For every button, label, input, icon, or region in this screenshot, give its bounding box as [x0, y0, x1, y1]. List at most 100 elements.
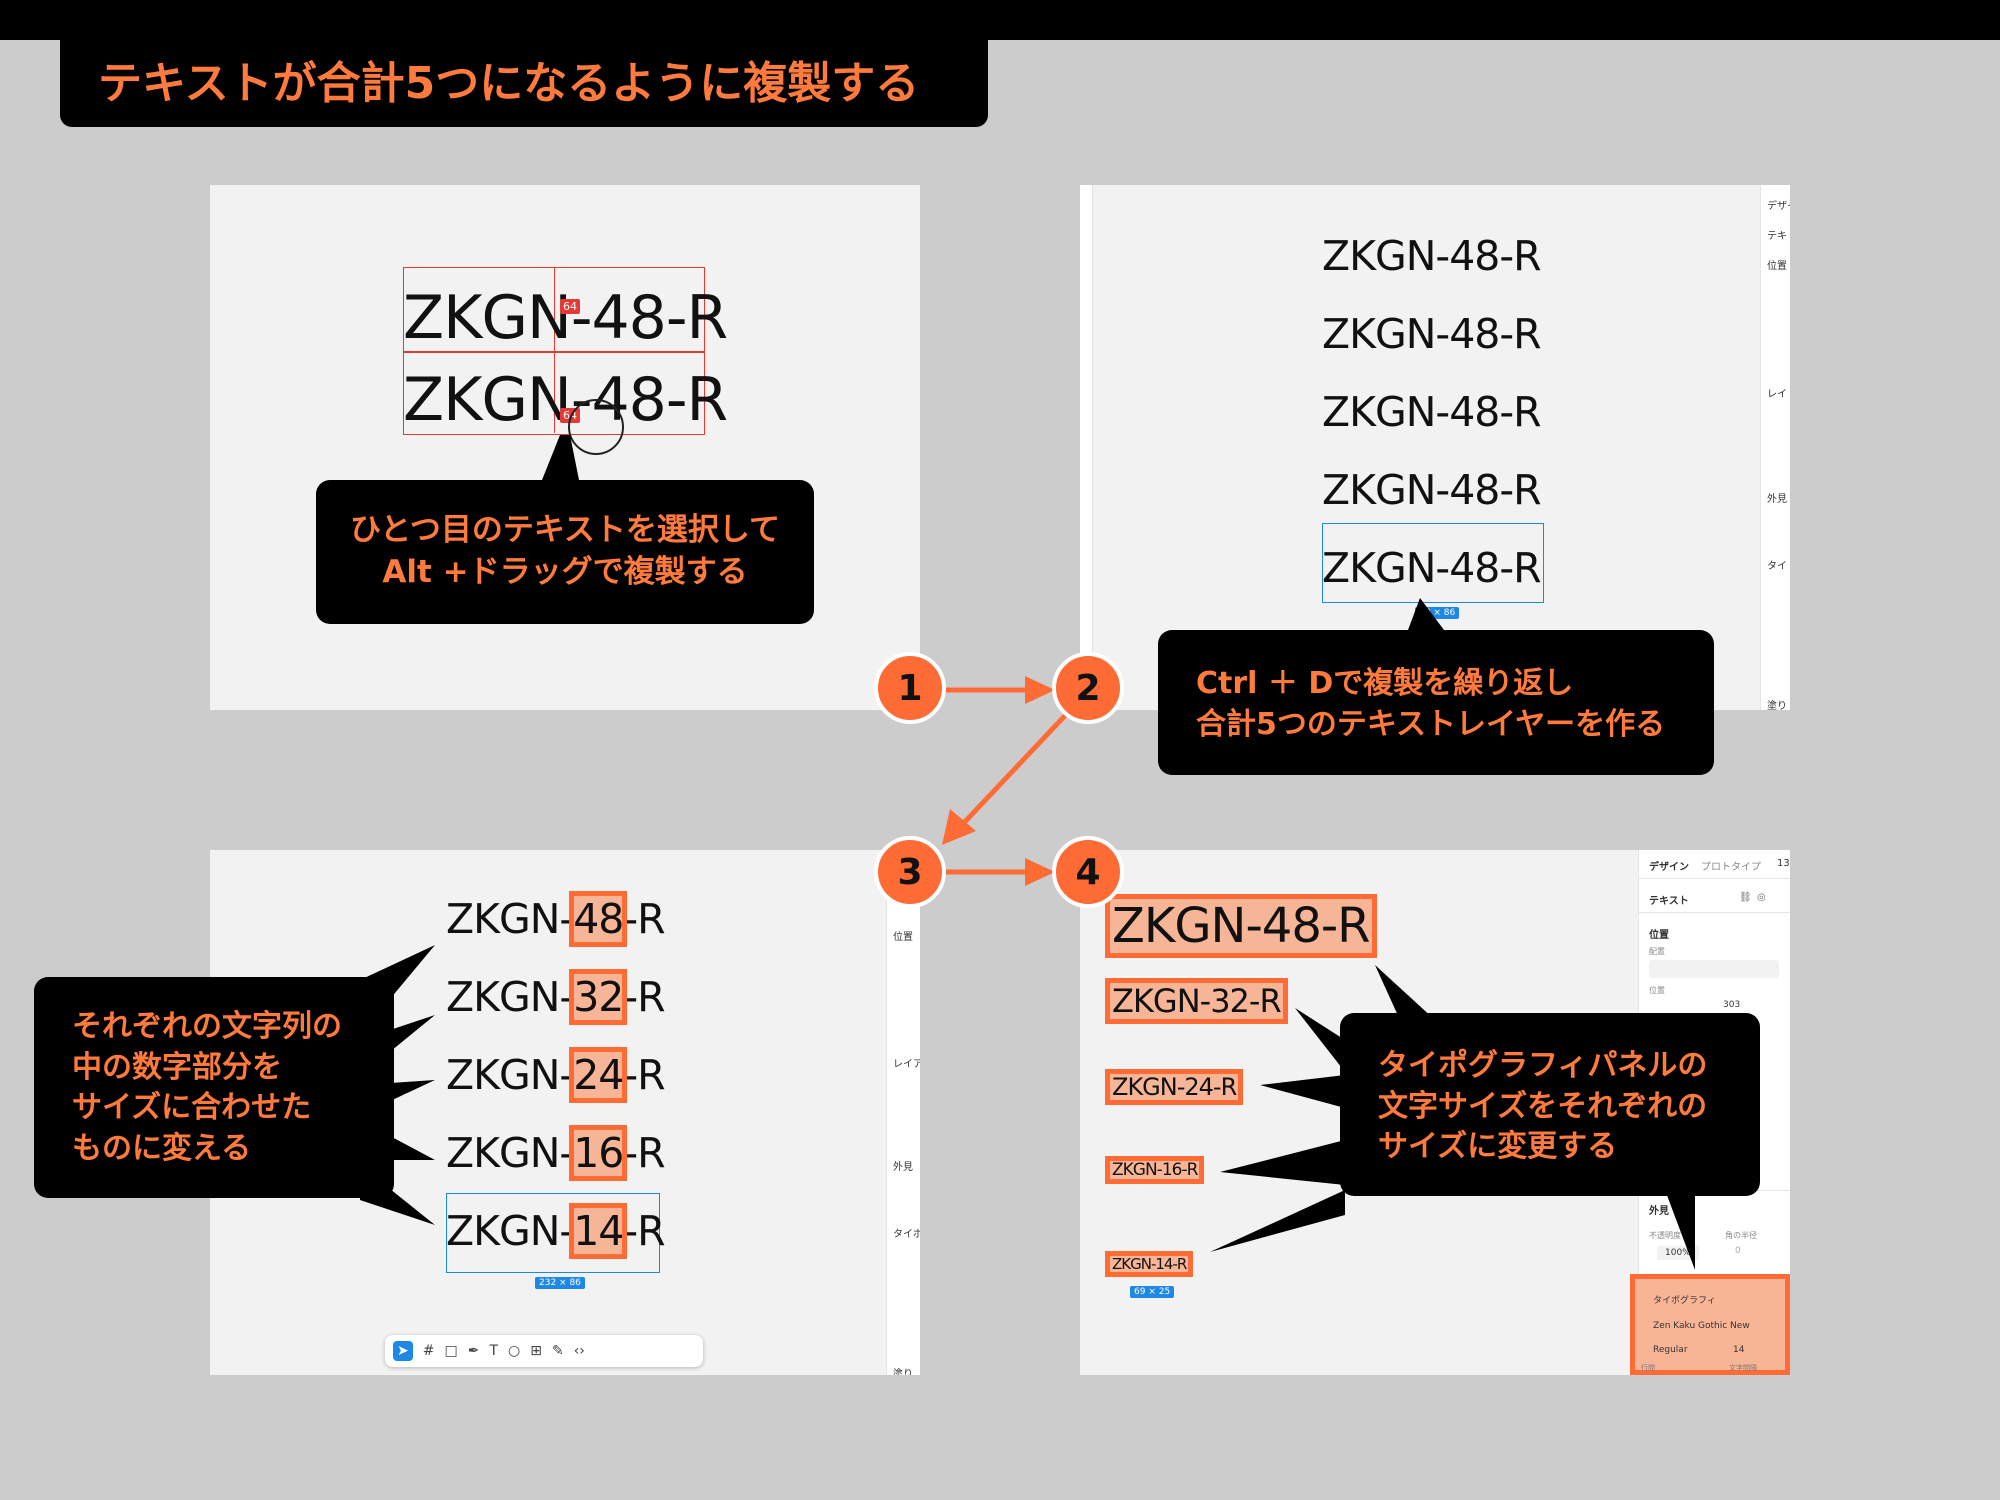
callout-step-1-line-2: Alt +ドラッグで複製する [382, 553, 748, 590]
section-position: 位置 [1649, 930, 1669, 941]
callout-step-3: それぞれの文字列の 中の数字部分を サイズに合わせた ものに変える [34, 977, 394, 1198]
shape-tool-icon[interactable]: □ [444, 1343, 458, 1359]
sidebar-label-appearance: 外見 [1767, 494, 1787, 505]
section-typography: タイポグラフィ [1653, 1296, 1716, 1306]
text-layer-16[interactable]: ZKGN-16-R [1104, 1156, 1205, 1184]
properties-sidebar: デザイ テキ 位置 レイ 外見 タイ 塗り [1760, 185, 1790, 710]
tab-design[interactable]: デザイン [1649, 862, 1689, 873]
text-layer-2[interactable]: ZKGN-48-R [1322, 310, 1542, 358]
text-prefix: ZKGN- [446, 1051, 574, 1099]
callout-step-3-line-2: 中の数字部分を [72, 1049, 282, 1085]
text-layer-5[interactable]: ZKGN-48-R [1322, 544, 1542, 592]
bottom-toolbar: ➤ # □ ✒ T ○ ⊞ ✎ ‹› [385, 1335, 703, 1367]
text-row-16[interactable]: ZKGN-16-R [446, 1125, 666, 1181]
font-size-field[interactable]: 14 [1733, 1345, 1745, 1355]
properties-sidebar: 位置 レイア 外見 タイポ 塗り [886, 850, 920, 1375]
text-row-24[interactable]: ZKGN-24-R [446, 1047, 666, 1103]
callout-step-3-line-1: それぞれの文字列の [72, 1009, 342, 1044]
step-badge-3: 3 [874, 836, 946, 908]
callout-step-3-line-4: ものに変える [72, 1130, 252, 1166]
actions-tool-icon[interactable]: ⊞ [530, 1343, 542, 1359]
text-suffix: -R [623, 895, 665, 943]
text-layer-1[interactable]: ZKGN-48-R [1322, 232, 1542, 280]
text-layer-48[interactable]: ZKGN-48-R [1105, 894, 1377, 958]
text-suffix: -R [623, 1051, 665, 1099]
arrow-3-to-4 [940, 858, 1055, 886]
dev-tool-icon[interactable]: ‹› [573, 1343, 585, 1359]
callout-tail-2 [1405, 598, 1450, 638]
text-layer-duplicate[interactable]: ZKGN-48-R [403, 365, 728, 435]
link-icon[interactable]: ⛓ [1739, 892, 1752, 903]
sidebar-label-position: 位置 [1767, 261, 1787, 272]
sidebar-label-fill: 塗り [893, 1369, 913, 1375]
corner-radius-field[interactable]: 0 [1735, 1246, 1741, 1256]
section-appearance: 外見 [1649, 1206, 1669, 1217]
text-layer-3[interactable]: ZKGN-48-R [1322, 388, 1542, 436]
font-weight-select[interactable]: Regular [1653, 1345, 1688, 1355]
font-family-select[interactable]: Zen Kaku Gothic New [1653, 1321, 1750, 1331]
selection-box [1322, 523, 1544, 603]
tab-prototype[interactable]: プロトタイプ [1701, 862, 1761, 873]
typography-panel-highlight: タイポグラフィ Zen Kaku Gothic New Regular 14 行… [1630, 1274, 1790, 1375]
callout-step-1: ひとつ目のテキストを選択して Alt +ドラッグで複製する [316, 480, 814, 624]
sidebar-label-fill: 塗り [1767, 701, 1787, 710]
text-suffix: -R [623, 973, 665, 1021]
step-badge-1: 1 [874, 652, 946, 724]
distance-badge: 64 [560, 299, 580, 314]
opacity-label: 不透明度 [1649, 1231, 1681, 1240]
position-label: 位置 [1649, 986, 1665, 995]
callout-step-3-line-3: サイズに合わせた [72, 1090, 312, 1125]
number-highlight: 24 [569, 1047, 628, 1103]
callout-step-2-line-2: 合計5つのテキストレイヤーを作る [1196, 706, 1666, 742]
callout-step-4-line-2: 文字サイズをそれぞれの [1378, 1088, 1708, 1124]
text-prefix: ZKGN- [446, 1207, 574, 1255]
number-highlight: 16 [569, 1125, 628, 1181]
callout-tail-1 [540, 435, 580, 485]
divider [1639, 912, 1790, 913]
selection-size-badge: 69 × 25 [1130, 1286, 1175, 1298]
text-row-32[interactable]: ZKGN-32-R [446, 969, 666, 1025]
sidebar-label-text: テキ [1767, 231, 1787, 242]
draw-tool-icon[interactable]: ✎ [551, 1343, 564, 1359]
move-tool-icon[interactable]: ➤ [393, 1341, 413, 1361]
letter-spacing-label: 文字間隔 [1729, 1364, 1757, 1372]
callout-step-4-line-1: タイポグラフィパネルの [1378, 1048, 1708, 1083]
text-tool-icon[interactable]: T [489, 1343, 498, 1359]
line-height-label: 行間 [1641, 1364, 1655, 1372]
sidebar-label-position: 位置 [893, 932, 913, 943]
text-suffix: -R [623, 1129, 665, 1177]
text-layer-32[interactable]: ZKGN-32-R [1105, 978, 1288, 1024]
sidebar-label-typography: タイポ [893, 1229, 920, 1240]
comment-tool-icon[interactable]: ○ [508, 1343, 521, 1359]
divider [1639, 878, 1790, 879]
step-badge-4: 4 [1052, 836, 1124, 908]
text-layer-original[interactable]: ZKGN-48-R [403, 283, 728, 353]
step-badge-2: 2 [1052, 652, 1124, 724]
style-icon[interactable]: ◎ [1757, 892, 1766, 903]
callout-step-1-line-1: ひとつ目のテキストを選択して [350, 512, 780, 548]
align-buttons[interactable] [1649, 960, 1779, 978]
text-suffix: -R [623, 1207, 665, 1255]
callout-step-2-line-1: Ctrl ＋ Dで複製を繰り返し [1196, 666, 1574, 701]
callout-step-2: Ctrl ＋ Dで複製を繰り返し 合計5つのテキストレイヤーを作る [1158, 630, 1714, 775]
section-text: テキスト [1649, 896, 1689, 907]
guide-vertical [554, 267, 555, 433]
frame-tool-icon[interactable]: # [422, 1343, 435, 1359]
text-layer-24[interactable]: ZKGN-24-R [1104, 1069, 1244, 1105]
text-row-48[interactable]: ZKGN-48-R [446, 891, 666, 947]
text-layer-4[interactable]: ZKGN-48-R [1322, 466, 1542, 514]
number-highlight: 32 [569, 969, 628, 1025]
zoom-level[interactable]: 13 [1777, 858, 1790, 869]
sidebar-label-design: デザイ [1767, 201, 1790, 212]
text-row-14[interactable]: ZKGN-14-R [446, 1203, 666, 1259]
position-y-field[interactable]: 303 [1723, 1000, 1741, 1010]
align-label: 配置 [1649, 947, 1665, 956]
pen-tool-icon[interactable]: ✒ [467, 1343, 480, 1359]
text-prefix: ZKGN- [446, 1129, 574, 1177]
selection-size-badge: 232 × 86 [535, 1277, 585, 1289]
page-title: テキストが合計5つになるように複製する [60, 30, 988, 127]
arrow-2-to-3 [942, 703, 1077, 845]
text-layer-14[interactable]: ZKGN-14-R [1104, 1251, 1194, 1277]
number-highlight: 48 [569, 891, 628, 947]
corner-radius-label: 角の半径 [1725, 1231, 1757, 1240]
